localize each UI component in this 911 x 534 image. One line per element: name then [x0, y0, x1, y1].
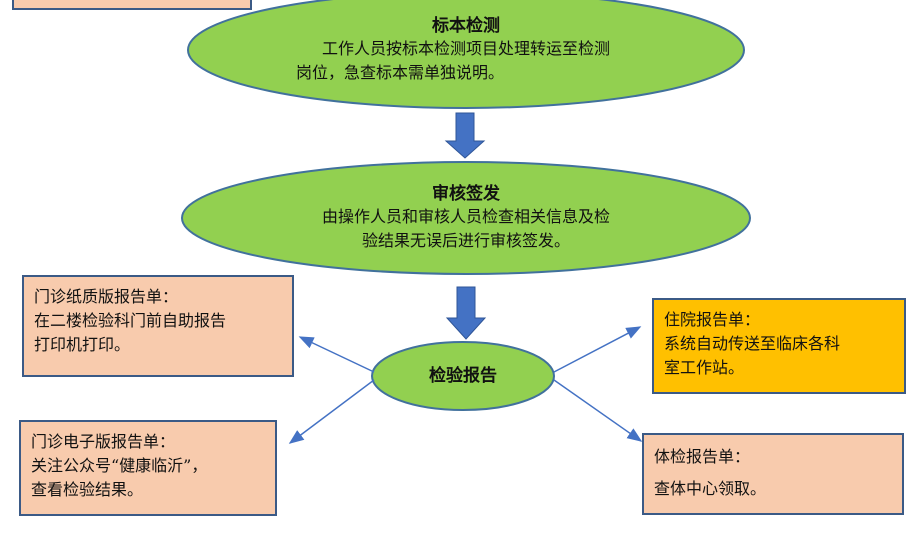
box-text-line: 系统自动传送至临床各科: [664, 334, 841, 353]
box-text-line: 查体中心领取。: [654, 479, 767, 498]
node-lab-report: 检验报告: [380, 352, 546, 400]
box-physical-exam: 体检报告单： 查体中心领取。: [642, 433, 904, 515]
flow-arrow-1: [444, 112, 486, 159]
box-text-line: 室工作站。: [664, 358, 745, 377]
box-heading: 住院报告单：: [664, 310, 761, 329]
ellipse-lab-report: [371, 341, 555, 411]
node-title: 检验报告: [429, 366, 497, 386]
box-heading: 门诊纸质版报告单：: [34, 287, 179, 306]
node-title: 审核签发: [432, 184, 500, 204]
box-text-line: 关注公众号“健康临沂”，: [31, 456, 208, 475]
flow-arrow-2: [445, 286, 487, 340]
node-text-line: 验结果无误后进行审核签发。: [361, 231, 570, 250]
connector-outpatient-electronic: [288, 379, 375, 444]
connector-outpatient-paper: [298, 336, 375, 373]
box-outpatient-paper: 门诊纸质版报告单： 在二楼检验科门前自助报告 打印机打印。: [22, 275, 294, 377]
box-text-line: 在二楼检验科门前自助报告: [34, 311, 227, 330]
node-text-line: 岗位，急查标本需单独说明。: [296, 63, 505, 82]
ellipse-review-sign: [181, 161, 751, 275]
box-text-line: 查看检验结果。: [31, 480, 144, 499]
box-heading: 门诊电子版报告单：: [31, 432, 176, 451]
box-heading: 体检报告单：: [654, 447, 751, 466]
top-partial-box: [12, 0, 252, 10]
ellipse-specimen-test: [187, 0, 745, 109]
node-specimen-test: 标本检测 工作人员按标本检测项目处理转运至检测 岗位，急查标本需单独说明。: [220, 0, 712, 100]
box-outpatient-electronic: 门诊电子版报告单： 关注公众号“健康临沂”， 查看检验结果。: [19, 420, 277, 516]
box-inpatient: 住院报告单： 系统自动传送至临床各科 室工作站。: [652, 298, 906, 394]
node-text-line: 工作人员按标本检测项目处理转运至检测: [321, 39, 610, 58]
box-text-line: 打印机打印。: [34, 335, 131, 354]
connector-inpatient: [553, 326, 642, 373]
node-text-line: 由操作人员和审核人员检查相关信息及检: [321, 207, 610, 226]
connector-physical-exam: [553, 379, 643, 442]
node-review-sign: 审核签发 由操作人员和审核人员检查相关信息及检 验结果无误后进行审核签发。: [220, 170, 712, 266]
node-title: 标本检测: [432, 16, 500, 36]
